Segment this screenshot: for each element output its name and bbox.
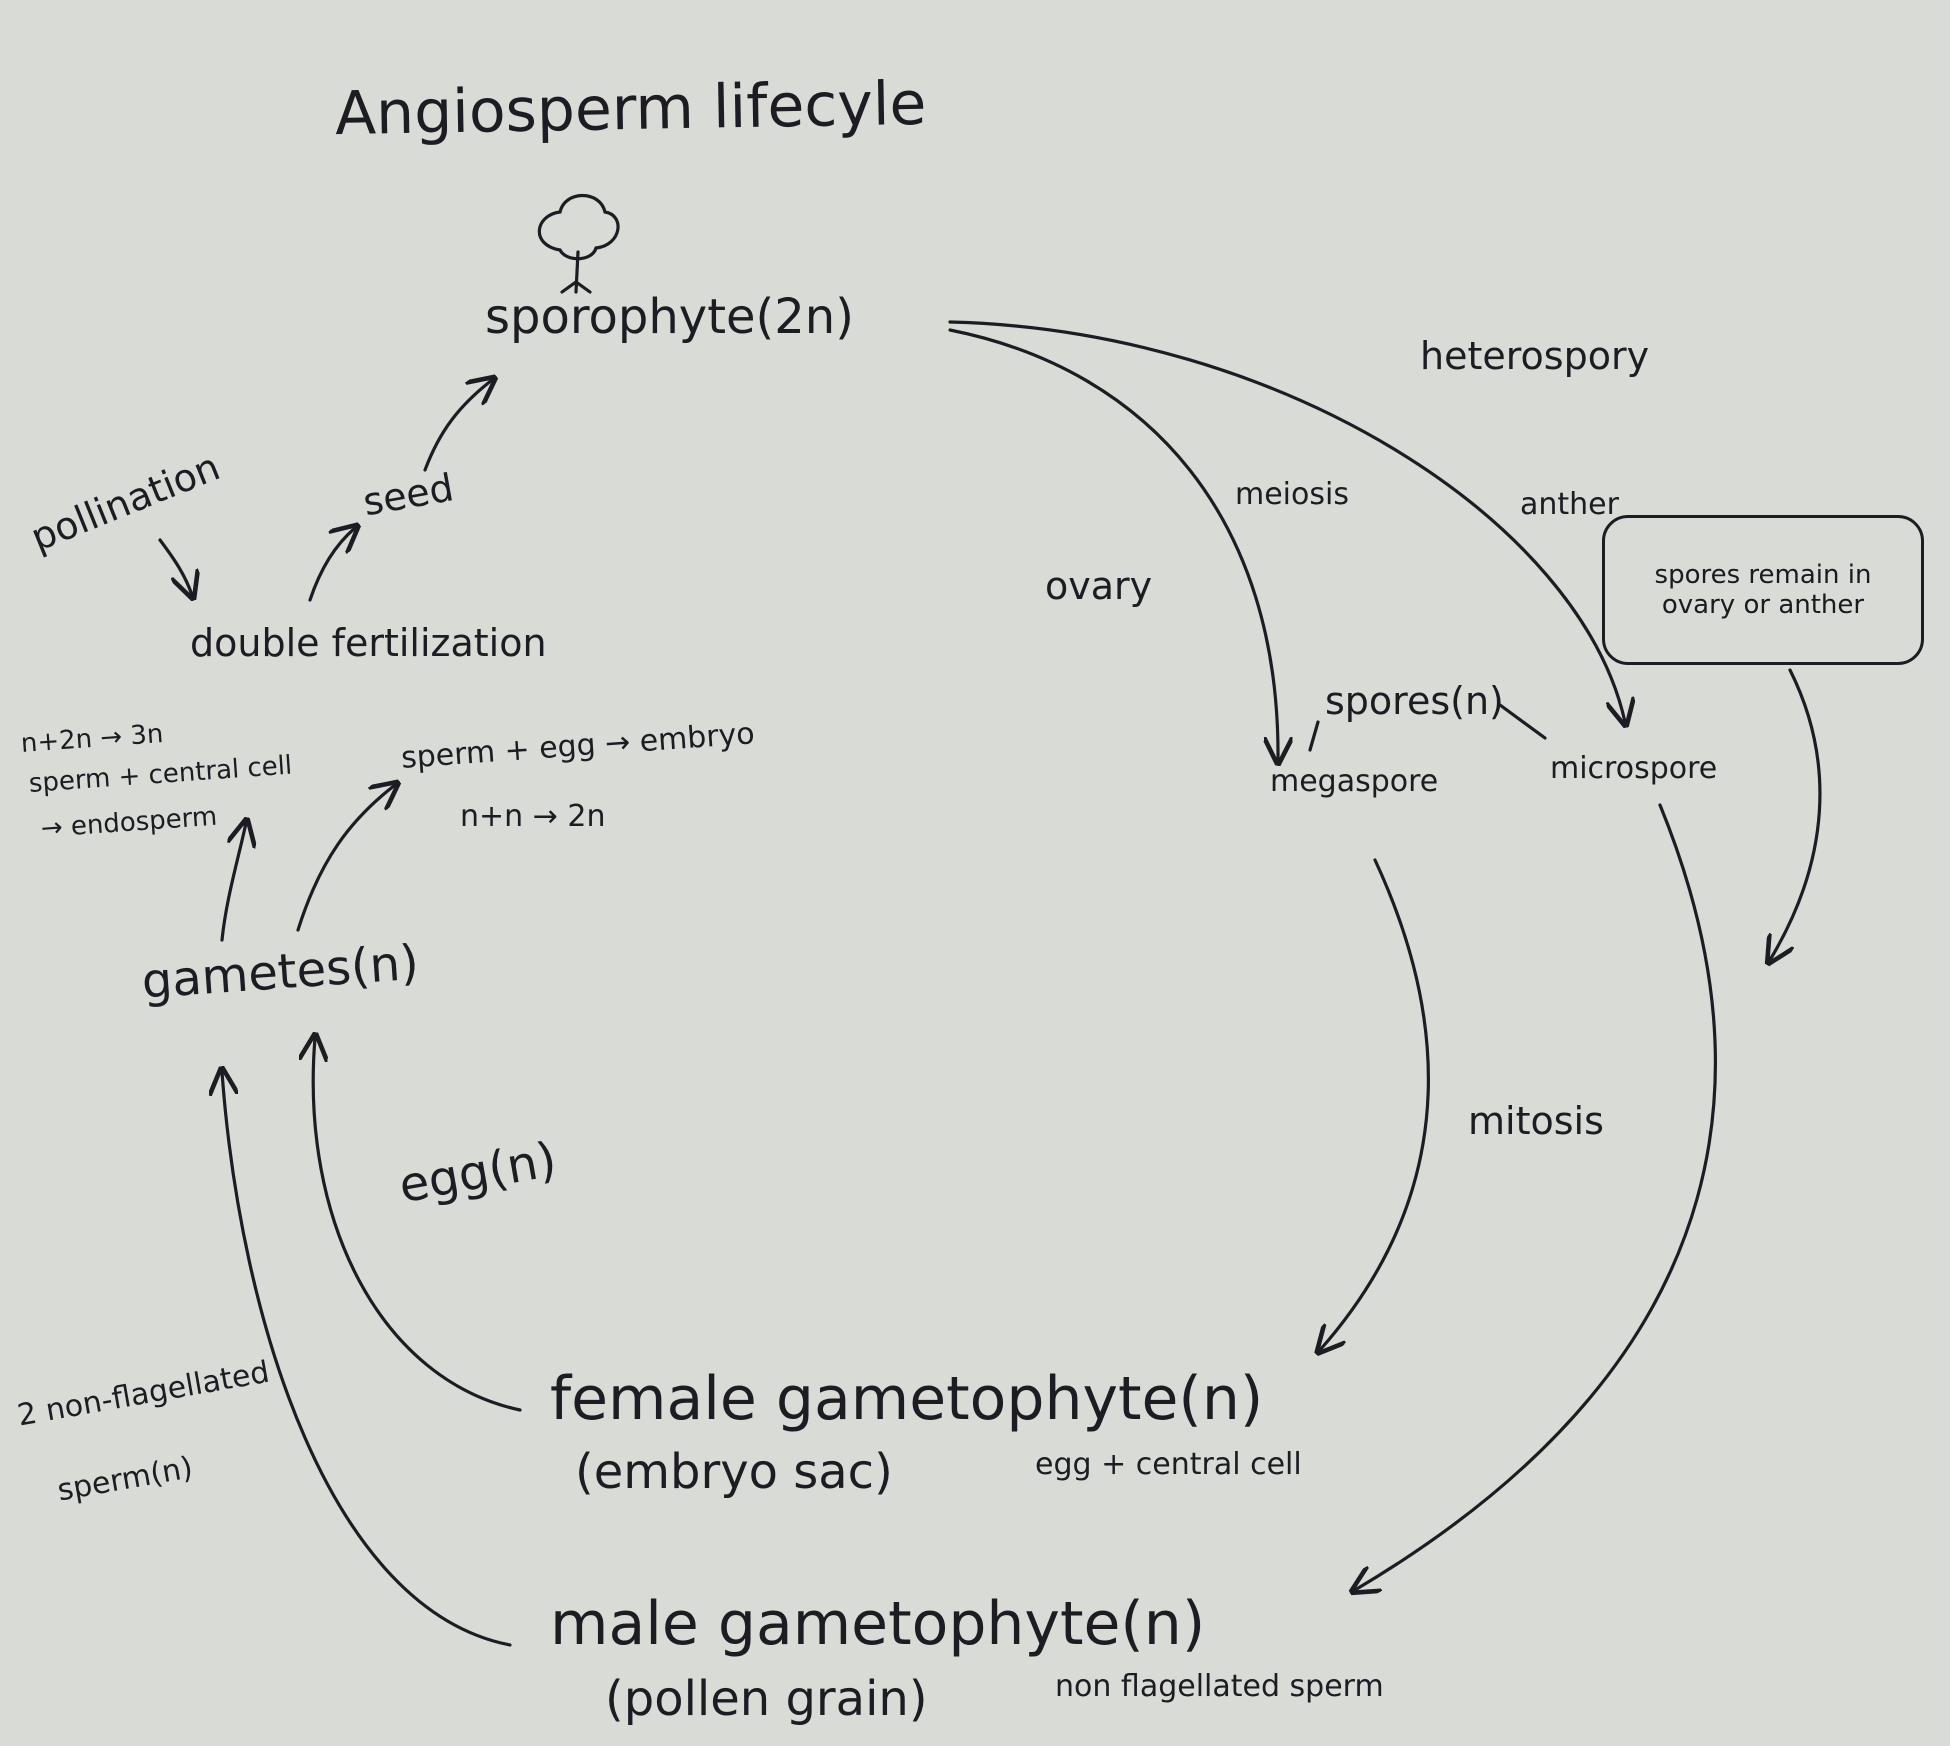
arrow-sporophyte-to-megaspore	[948, 328, 1278, 760]
anther-label: anther	[1520, 487, 1619, 522]
pollen-grain-label: (pollen grain)	[605, 1671, 928, 1727]
ovary-label: ovary	[1045, 564, 1153, 608]
spores-label: spores(n)	[1325, 679, 1504, 723]
male-gametophyte-label: male gametophyte(n)	[550, 1589, 1206, 1659]
double-fertilization-label: double fertilization	[190, 621, 547, 665]
callout-box: spores remain in ovary or anther	[1602, 515, 1924, 665]
page-title: Angiosperm lifecyle	[334, 68, 927, 150]
female-gametophyte-label: female gametophyte(n)	[550, 1364, 1264, 1434]
arrow-pollination	[158, 538, 192, 595]
egg-central-cell-label: egg + central cell	[1035, 1447, 1302, 1482]
arrow-female-to-gametes	[313, 1038, 522, 1412]
embryo-sac-label: (embryo sac)	[575, 1444, 893, 1500]
megaspore-label: megaspore	[1270, 764, 1439, 799]
arrow-gametes-to-endosperm	[220, 823, 246, 942]
sporophyte-label: sporophyte(2n)	[485, 289, 854, 345]
arrow-sporophyte-to-microspore	[948, 320, 1625, 722]
arrow-gametes-to-embryo	[296, 785, 395, 932]
arrow-male-to-gametes	[222, 1072, 512, 1647]
arrow-megaspore-to-female	[1320, 858, 1430, 1350]
arrow-callout-down	[1770, 668, 1822, 960]
heterospory-label: heterospory	[1420, 334, 1650, 378]
arrow-microspore-to-male	[1355, 803, 1717, 1590]
arrow-seed-to-sporophyte	[423, 380, 492, 472]
callout-line-2: ovary or anther	[1661, 590, 1865, 620]
n-plus-n-label: n+n → 2n	[460, 799, 606, 834]
arrow-to-seed	[308, 528, 355, 602]
meiosis-label: meiosis	[1235, 477, 1349, 512]
non-flagellated-sperm-label: non flagellated sperm	[1055, 1669, 1384, 1704]
mitosis-label: mitosis	[1468, 1099, 1604, 1143]
tree-icon	[537, 194, 620, 294]
microspore-label: microspore	[1550, 751, 1718, 786]
callout-line-1: spores remain in	[1654, 560, 1872, 590]
